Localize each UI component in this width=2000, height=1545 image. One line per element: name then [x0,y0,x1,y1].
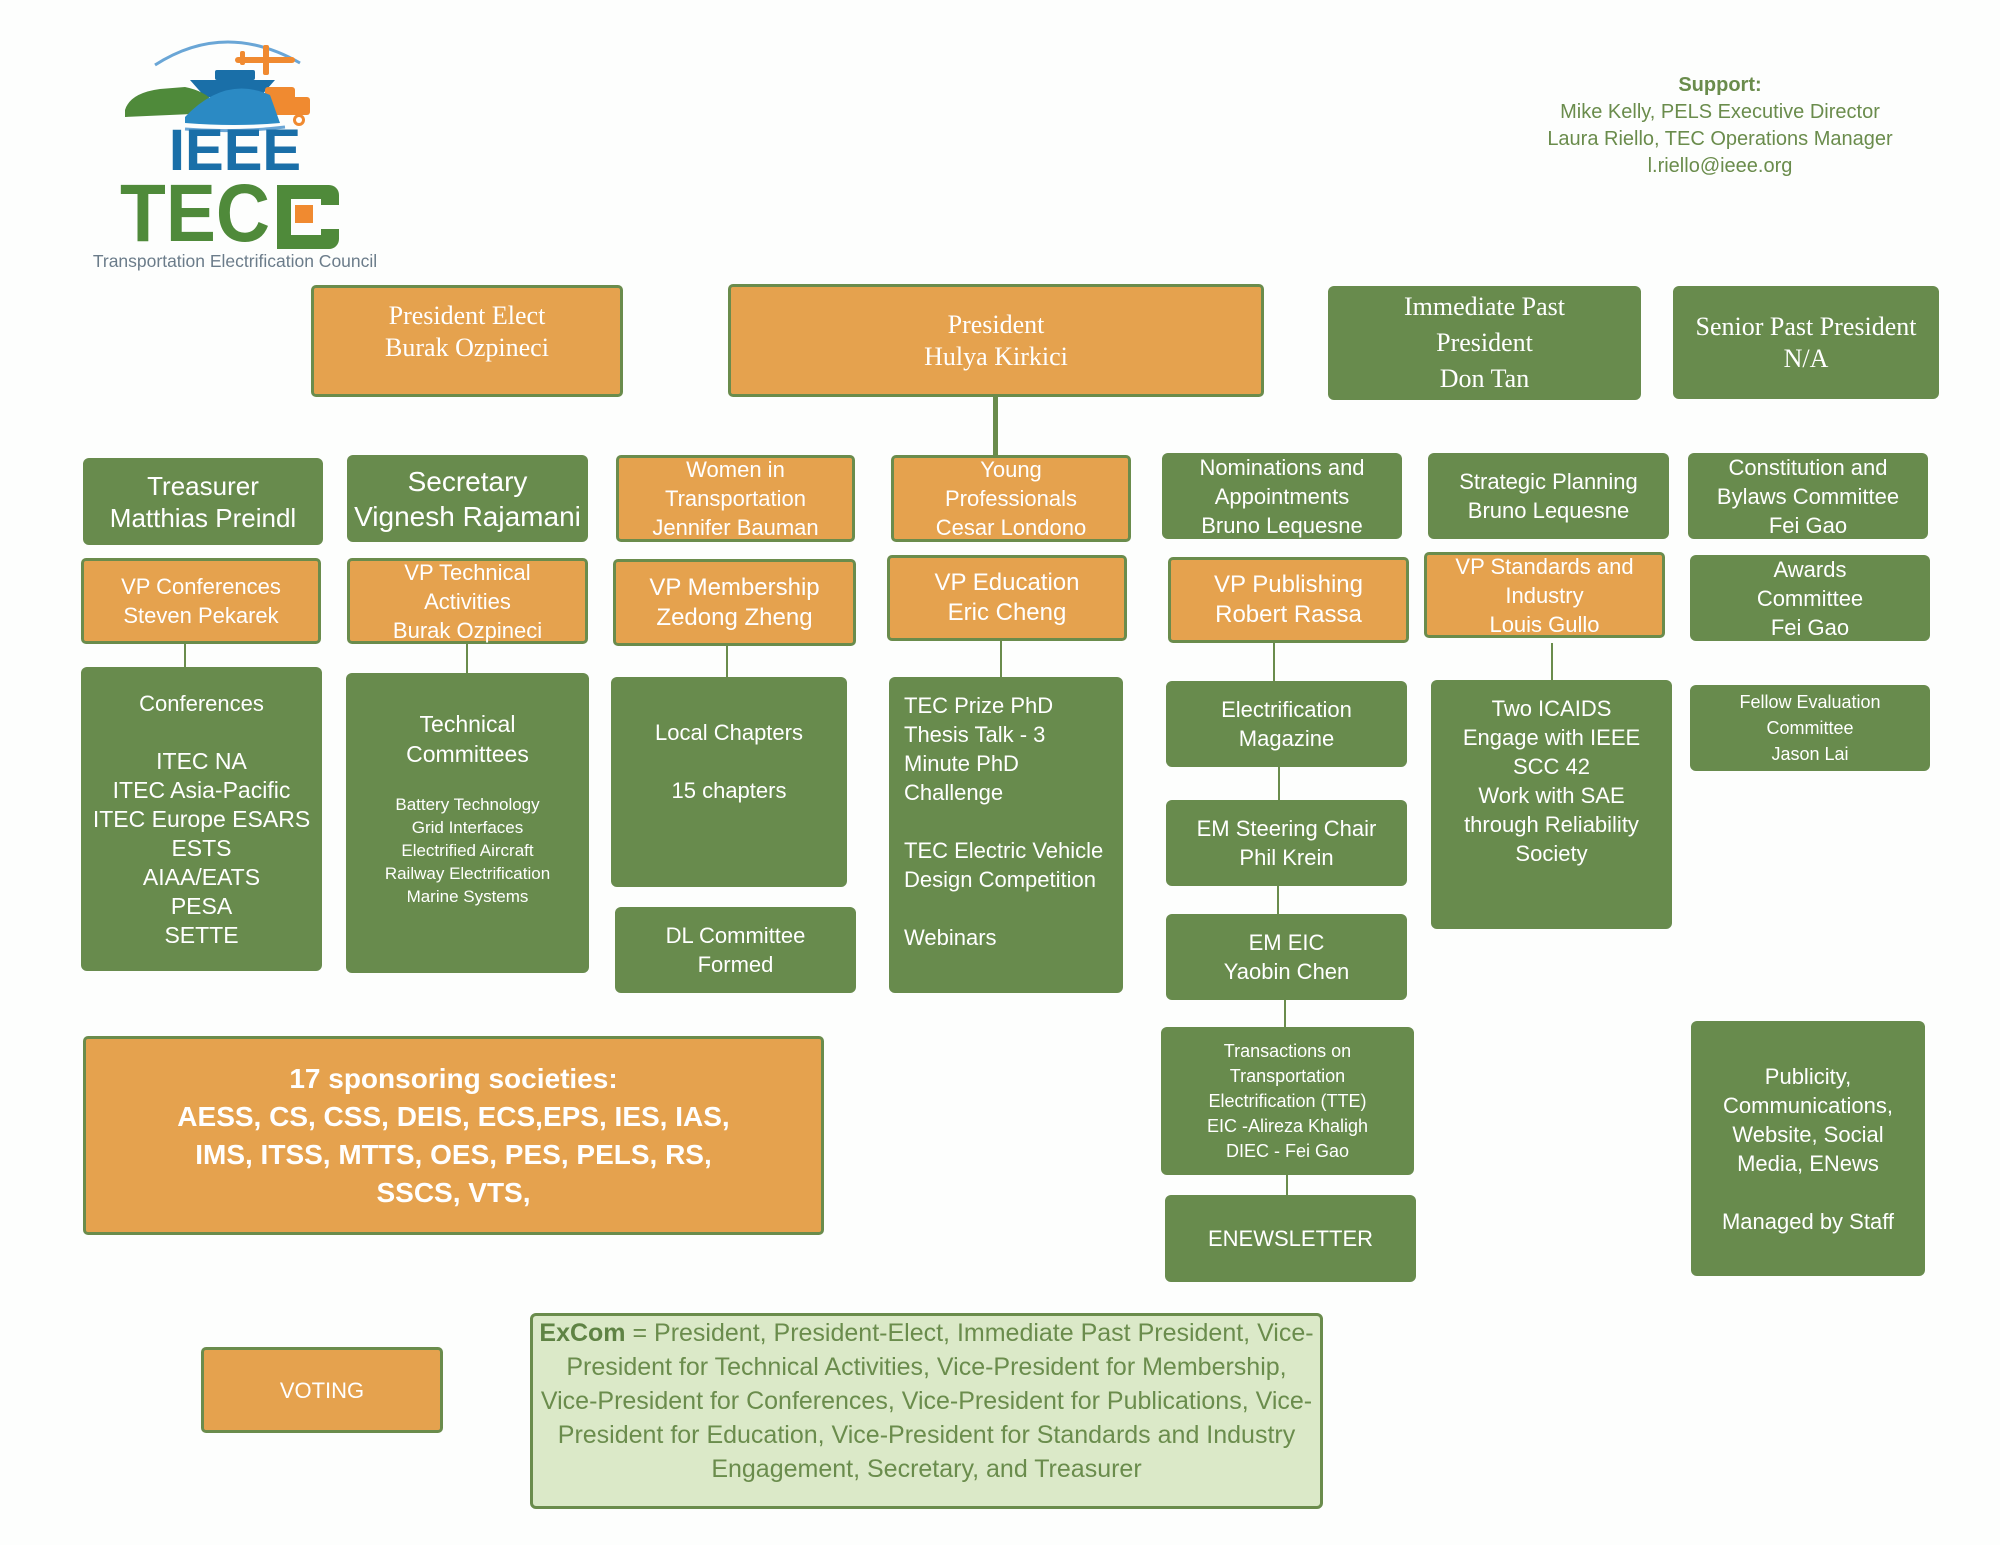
support-line: Mike Kelly, PELS Executive Director [1560,101,1880,123]
conferences-list: ITEC NA ITEC Asia-Pacific ITEC Europe ES… [92,748,311,948]
excom-text: = President, President-Elect, Immediate … [540,1319,1314,1483]
vp-standards-connector [1551,643,1553,681]
vp-conferences-box: VP Conferences Steven Pekarek [81,558,321,644]
secretary-box: Secretary Vignesh Rajamani [347,455,588,542]
publicity-box: Publicity, Communications, Website, Soci… [1691,1021,1925,1276]
technical-committees-box: Technical Committees Battery Technology … [346,673,589,973]
local-chapters-box: Local Chapters 15 chapters [611,677,847,887]
car-icon [125,87,215,117]
president-box: President Hulya Kirkici [728,284,1264,397]
vp-education-box: VP Education Eric Cheng [887,555,1127,641]
voting-legend: VOTING [201,1347,443,1433]
eic-transactions-connector [1284,999,1286,1029]
truck-icon [265,87,310,126]
conferences-title: Conferences [139,691,264,716]
technical-committees-list: Battery Technology Grid Interfaces Elect… [384,795,551,906]
support-heading: Support: [1678,74,1762,96]
standards-activities-box: Two ICAIDS Engage with IEEE SCC 42 Work … [1431,680,1672,929]
vp-conferences-connector [184,643,186,669]
women-in-transportation-box: Women in Transportation Jennifer Bauman [616,455,855,542]
support-email[interactable]: l.riello@ieee.org [1647,155,1793,177]
sponsoring-societies-list: AESS, CS, CSS, DEIS, ECS,EPS, IES, IAS, … [177,1100,730,1208]
young-professionals-box: Young Professionals Cesar Londono [891,455,1131,542]
logo-subtitle: Transportation Electrification Council [93,251,377,271]
vp-technical-connector [466,643,468,674]
sponsoring-societies-title: 17 sponsoring societies: [289,1062,618,1094]
ieee-wordmark: IEEE [169,118,301,183]
constitution-bylaws-box: Constitution and Bylaws Committee Fei Ga… [1688,453,1928,539]
nominations-appointments-box: Nominations and Appointments Bruno Leque… [1162,453,1402,539]
excom-definition: ExCom = President, President-Elect, Imme… [530,1313,1323,1509]
ieee-tec-logo: IEEE TEC Transportation Electrification … [85,25,385,275]
fellow-evaluation-box: Fellow Evaluation Committee Jason Lai [1690,685,1930,771]
transactions-enewsletter-connector [1286,1174,1288,1198]
support-line: Laura Riello, TEC Operations Manager [1547,128,1893,150]
em-steering-chair-box: EM Steering Chair Phil Krein [1166,800,1407,886]
technical-committees-title: Technical Committees [406,711,529,767]
conferences-box: Conferences ITEC NA ITEC Asia-Pacific IT… [81,667,322,971]
excom-label: ExCom [539,1319,626,1347]
transport-vehicles-icon: IEEE TEC Transportation Electrification … [93,40,377,271]
electrification-magazine-box: Electrification Magazine [1166,681,1407,767]
em-eic-box: EM EIC Yaobin Chen [1166,914,1407,1000]
senior-past-president-box: Senior Past President N/A [1673,286,1939,399]
plug-icon [277,185,339,249]
train-icon [184,88,286,133]
steering-eic-connector [1277,885,1279,915]
vp-membership-box: VP Membership Zedong Zheng [613,559,856,646]
enewsletter-box: ENEWSLETTER [1165,1195,1416,1282]
vp-publishing-box: VP Publishing Robert Rassa [1168,557,1409,643]
vp-standards-industry-box: VP Standards and Industry Louis Gullo [1424,552,1665,638]
president-connector [993,395,998,457]
support-contacts: Support: Mike Kelly, PELS Executive Dire… [1500,72,1940,180]
education-programs-box: TEC Prize PhD Thesis Talk - 3 Minute PhD… [889,677,1123,993]
dl-committee-box: DL Committee Formed [615,907,856,993]
vp-publishing-connector [1273,643,1275,681]
vp-membership-connector [726,646,728,678]
vp-education-connector [1000,640,1002,677]
immediate-past-president-box: Immediate Past President Don Tan [1328,286,1641,400]
sponsoring-societies-box: 17 sponsoring societies: AESS, CS, CSS, … [83,1036,824,1235]
strategic-planning-box: Strategic Planning Bruno Lequesne [1428,453,1669,539]
treasurer-box: Treasurer Matthias Preindl [83,458,323,545]
transactions-box: Transactions on Transportation Electrifi… [1161,1027,1414,1175]
airplane-icon [235,45,295,75]
vp-technical-activities-box: VP Technical Activities Burak Ozpineci [347,558,588,644]
awards-committee-box: Awards Committee Fei Gao [1690,555,1930,641]
tec-wordmark: TEC [120,168,270,259]
president-elect-box: President Elect Burak Ozpineci [311,285,623,397]
magazine-steering-connector [1278,767,1280,801]
